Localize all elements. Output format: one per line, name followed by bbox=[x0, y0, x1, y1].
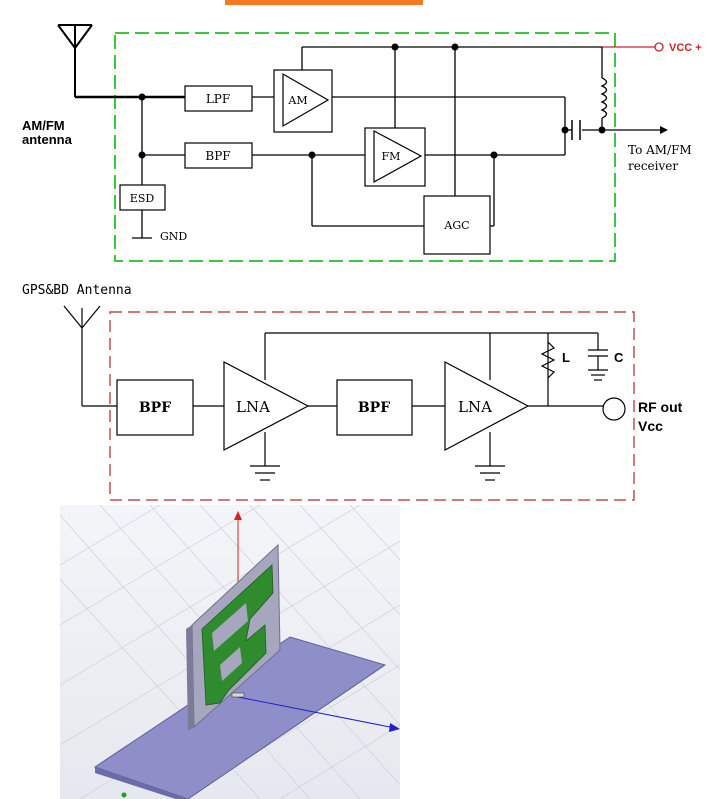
amfm-bpf-label: BPF bbox=[205, 149, 230, 163]
amfm-esd-block bbox=[119, 184, 166, 211]
gps-ground-icon bbox=[250, 465, 280, 481]
amfm-inductor-icon bbox=[600, 77, 608, 119]
model-feed-port bbox=[231, 692, 245, 698]
gps-antenna-label: GPS&BD Antenna bbox=[22, 283, 132, 298]
model-x-axis-arrow-icon bbox=[389, 723, 400, 732]
gps-lna-amplifier-2-icon bbox=[444, 361, 530, 451]
amfm-vcc-terminal-icon bbox=[654, 42, 664, 52]
amfm-junctions bbox=[138, 43, 606, 159]
gps-inductor-label: L bbox=[562, 350, 570, 365]
gps-capacitor-label: C bbox=[614, 350, 624, 365]
gps-rf-out-label: RF out bbox=[638, 399, 683, 415]
gps-bpf-label-2: BPF bbox=[358, 400, 390, 416]
gps-inductor-icon bbox=[540, 341, 556, 379]
gps-module-border bbox=[109, 311, 635, 501]
model-vertical-board-edge bbox=[186, 625, 194, 731]
amfm-output-arrow-icon bbox=[660, 126, 668, 134]
amfm-output-label-2: receiver bbox=[628, 159, 678, 173]
amfm-module-border bbox=[114, 32, 616, 262]
gps-antenna-diagram: GPS&BD Antenna L bbox=[22, 283, 683, 501]
amfm-am-amplifier-icon bbox=[282, 72, 330, 128]
amfm-gnd-label: GND bbox=[160, 230, 187, 243]
amfm-bpf-block bbox=[184, 142, 253, 169]
gps-lna-label-2: LNA bbox=[458, 398, 492, 416]
gps-bpf-block-2 bbox=[336, 379, 413, 436]
amfm-antenna-label-2: antenna bbox=[22, 132, 73, 147]
amfm-fm-label: FM bbox=[382, 150, 401, 163]
model-ground-plane-edge bbox=[95, 767, 188, 799]
gps-ground-icon-2 bbox=[475, 465, 505, 481]
model-pcb-slot bbox=[212, 603, 248, 651]
model-origin-marker-icon bbox=[121, 792, 127, 798]
amfm-coupling-capacitor bbox=[571, 120, 581, 140]
amfm-am-label: AM bbox=[287, 94, 307, 107]
amfm-output-label: To AM/FM bbox=[628, 143, 692, 157]
gps-bpf-block-1 bbox=[116, 379, 194, 436]
amfm-vcc-label: VCC + bbox=[669, 42, 702, 54]
amfm-lpf-label: LPF bbox=[206, 92, 230, 106]
gps-lna-amplifier-1-icon bbox=[223, 361, 310, 451]
amfm-fm-amplifier-icon bbox=[373, 130, 423, 184]
amfm-esd-label: ESD bbox=[130, 192, 155, 205]
amfm-agc-label: AGC bbox=[443, 219, 469, 232]
amfm-lpf-block bbox=[184, 85, 253, 112]
gps-lna-label-1: LNA bbox=[236, 398, 270, 416]
model-x-axis bbox=[237, 696, 396, 729]
amfm-antenna-diagram: AM/FM antenna bbox=[22, 24, 702, 262]
model-z-axis-arrow-icon bbox=[234, 511, 242, 520]
gps-vcc-label: Vcc bbox=[638, 418, 663, 434]
gps-capacitor-icon bbox=[588, 349, 608, 381]
amfm-agc-block bbox=[423, 195, 491, 255]
amfm-antenna-label: AM/FM bbox=[22, 118, 65, 133]
antenna-3d-model-view bbox=[60, 505, 400, 799]
gps-bpf-label-1: BPF bbox=[139, 400, 171, 416]
top-accent-bar bbox=[225, 0, 423, 5]
model-pcb-slot-2 bbox=[220, 647, 242, 681]
gps-antenna-icon bbox=[63, 305, 101, 406]
amfm-antenna-icon bbox=[57, 24, 93, 97]
gps-rf-out-terminal-icon bbox=[602, 397, 626, 421]
model-pcb-trace bbox=[201, 564, 274, 706]
